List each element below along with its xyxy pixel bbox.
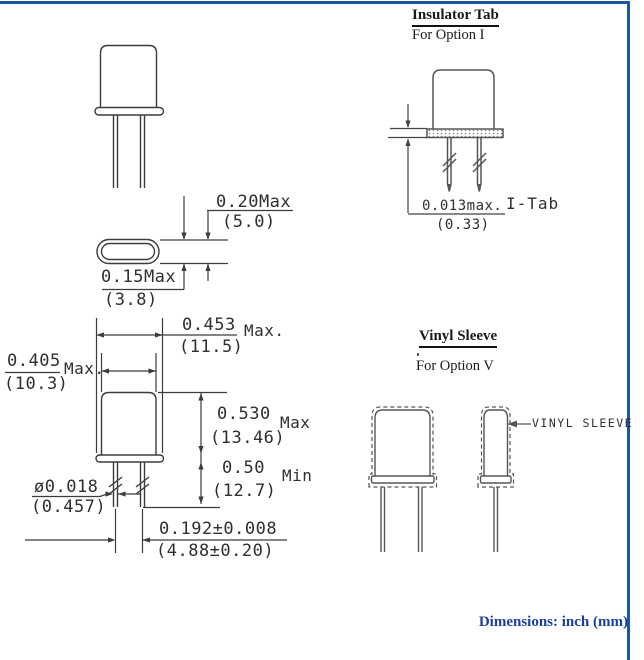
main-front-view [95,391,165,507]
dim-body-width-mm: (10.3) [4,374,69,394]
dim-top-height-inch: 0.20Max [216,192,292,212]
vinyl-sleeve-side-view [477,406,515,552]
insulator-tab-view [426,69,504,192]
dim-lead-length-inch: 0.50 [222,458,265,478]
vinyl-sleeve-heading: Vinyl Sleeve [419,328,498,349]
dim-top-thickness-mm: (3.8) [104,290,158,310]
insulator-tab-label: I-Tab [506,194,560,213]
dim-body-height-qualifier: Max [280,413,311,432]
dimensions-unit-note: Dimensions: inch (mm) [478,614,628,630]
crystal-front-view [94,44,165,188]
dim-base-width-qualifier: Max. [244,321,285,340]
dim-lead-length-qualifier: Min [282,466,313,485]
dim-lead-diameter-mm: (0.457) [31,497,107,517]
top-border-line [0,1,630,4]
vinyl-sleeve-callout-arrow [507,420,531,428]
crystal-top-view [96,238,160,265]
dim-lead-spacing-inch: 0.192±0.008 [159,519,278,539]
vinyl-sleeve-subheading: For Option V [416,358,494,374]
dim-top-height-mm: (5.0) [222,212,276,232]
vinyl-sleeve-callout-label: VINYL SLEEVE [532,416,634,430]
main-view-arrowheads [96,332,204,543]
dim-base-width-mm: (11.5) [179,337,244,357]
insulator-tab-arrowheads [405,120,411,146]
top-view-arrowheads [181,232,211,271]
dim-body-width-inch: 0.405 [7,351,61,371]
dim-tab-thickness-mm: (0.33) [436,217,490,233]
dim-body-height-mm: (13.46) [210,428,286,448]
insulator-tab-heading: Insulator Tab [412,7,499,28]
dim-tab-thickness-inch: 0.013max. [422,198,503,214]
right-border-line [627,1,630,660]
insulator-tab-subheading: For Option I [412,27,485,43]
vinyl-sleeve-front-view [368,406,438,552]
dim-base-width-inch: 0.453 [182,315,236,335]
dim-body-width-qualifier: Max. [64,359,105,378]
stray-dot-mark [417,353,419,356]
dim-top-thickness-inch: 0.15Max [101,267,177,287]
main-view-dimension-lines [5,318,287,553]
dim-body-height-inch: 0.530 [217,404,271,424]
dim-lead-spacing-mm: (4.88±0.20) [156,541,275,561]
dim-lead-length-mm: (12.7) [212,481,277,501]
dim-lead-diameter-inch: ø0.018 [34,477,99,497]
